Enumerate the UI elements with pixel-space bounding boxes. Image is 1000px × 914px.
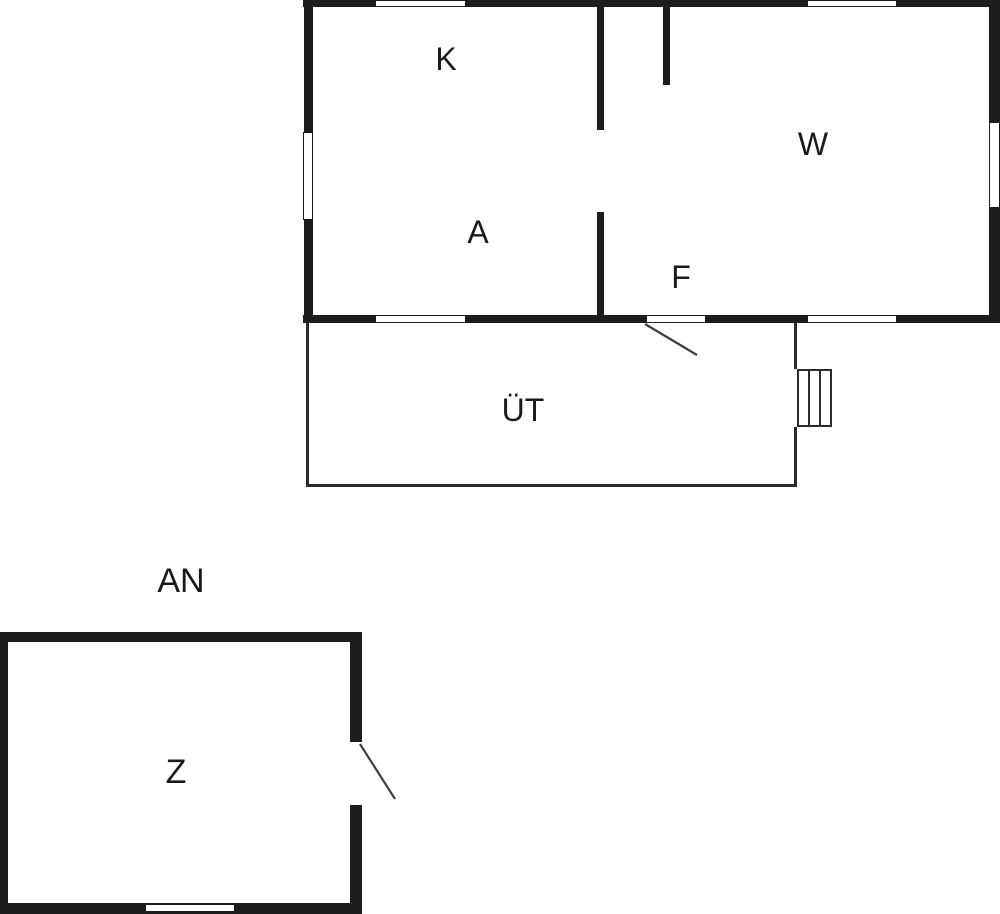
entrance-step-line-1 [808,371,810,425]
window-bottom-left [375,315,466,323]
room-label-k: K [435,41,457,77]
annex-left-wall [0,632,8,914]
entrance-steps [797,369,832,427]
main-door-opening [647,315,705,323]
terrace-right-line-lower [794,427,797,487]
terrace-left-line [306,323,309,487]
room-label-w: W [797,126,829,162]
annex-top-wall [0,632,362,642]
annex-right-wall-lower [350,805,362,914]
terrace-right-line-upper [794,323,797,369]
window-top-right [807,0,897,7]
annex-door-swing-line [359,743,396,800]
annex-label-an: AN [157,562,205,600]
annex-bottom-window [145,904,235,912]
room-label-f: F [671,259,691,295]
terrace-bottom-line [306,484,797,487]
terrace-label-ut: ÜT [501,392,545,428]
room-label-a: A [467,214,489,250]
interior-wall-stub [663,7,670,85]
main-top-wall [303,0,1000,7]
window-left-wall [303,132,313,220]
interior-wall-lower-segment [597,212,604,315]
annex-right-wall-upper [350,632,362,742]
main-door-swing-line [644,323,698,356]
window-top-left [375,0,466,7]
window-bottom-right [807,315,897,323]
interior-wall-upper-segment [597,7,604,130]
entrance-step-line-2 [819,371,821,425]
room-label-z: Z [165,753,187,791]
window-right-wall [989,122,1000,208]
